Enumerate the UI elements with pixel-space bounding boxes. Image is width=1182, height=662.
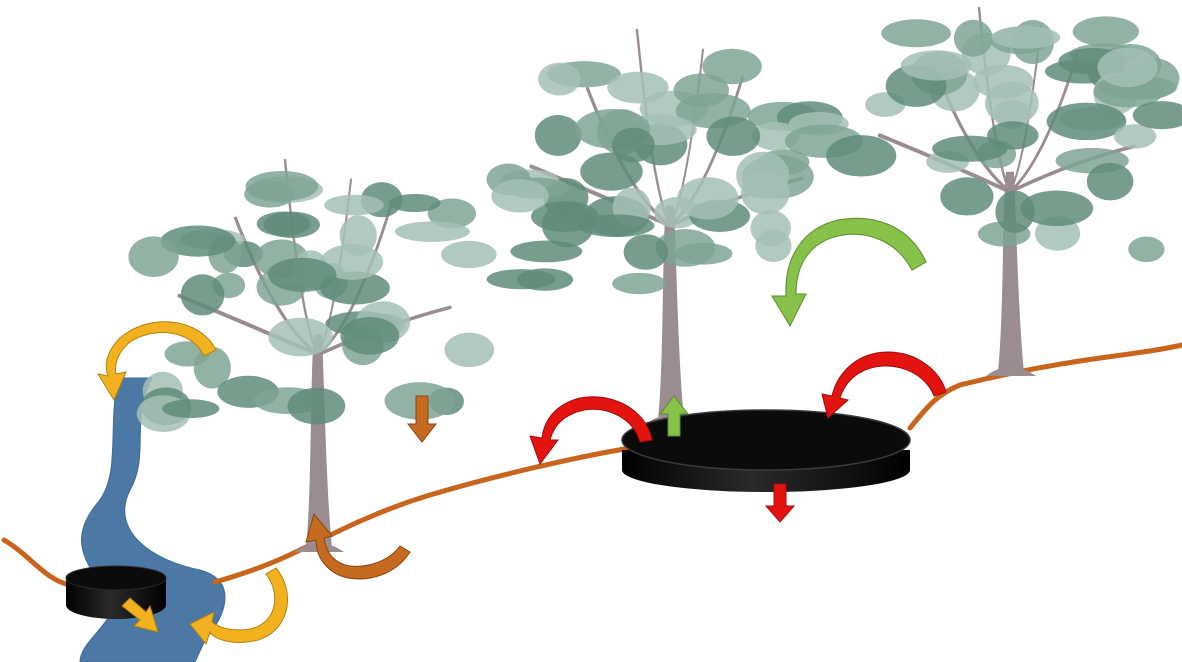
tree-middle-foliage	[612, 273, 666, 294]
tree-right-foliage	[826, 135, 896, 176]
tree-right-foliage	[992, 26, 1061, 49]
tree-left-foliage	[128, 236, 178, 277]
tree-left-foliage	[395, 221, 470, 242]
tree-right-foliage	[940, 177, 993, 215]
tree-right-foliage	[995, 191, 1034, 233]
tree-middle-foliage	[624, 234, 669, 270]
tree-middle-foliage	[612, 128, 655, 163]
tree-middle-foliage	[706, 116, 760, 155]
tree-right-foliage	[1073, 16, 1139, 46]
tree-right-foliage	[881, 19, 951, 47]
tree-right-foliage	[987, 121, 1038, 149]
tree-middle-foliage	[578, 214, 655, 237]
small-pool-top	[66, 566, 166, 590]
tree-middle-foliage	[538, 63, 580, 96]
tree-left-foliage	[444, 333, 494, 368]
tree-left-foliage	[162, 399, 219, 418]
tree-left-foliage	[181, 274, 225, 315]
tree-right-foliage	[954, 20, 993, 57]
large-pool	[622, 410, 910, 492]
large-pool-top	[622, 410, 910, 470]
tree-left-foliage	[441, 241, 497, 268]
tree-left-foliage	[268, 258, 337, 292]
tree-middle-foliage	[702, 49, 761, 84]
tree-right-foliage	[1087, 163, 1134, 201]
tree-right-foliage	[973, 65, 1033, 99]
tree-left-foliage	[264, 212, 320, 238]
tree-left-foliage	[389, 194, 441, 212]
tree-right-foliage	[1128, 237, 1164, 262]
tree-middle-foliage	[677, 177, 738, 219]
tree-middle-foliage	[491, 179, 548, 212]
tree-right-foliage	[901, 50, 972, 80]
tree-right-foliage	[1097, 48, 1157, 87]
tree-left-foliage	[288, 388, 346, 425]
tree-middle-foliage	[750, 210, 790, 246]
tree-left-foliage	[324, 195, 384, 216]
tree-middle-foliage	[736, 152, 789, 199]
tree-left-foliage	[245, 171, 318, 201]
tree-left-foliage	[340, 317, 399, 355]
tree-middle-foliage	[535, 115, 582, 156]
tree-left-foliage	[268, 318, 332, 357]
tree-middle-foliage	[517, 268, 573, 290]
